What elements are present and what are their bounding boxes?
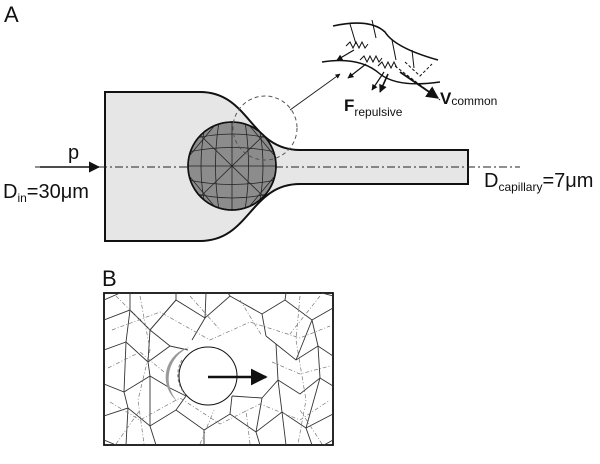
voronoi-mesh <box>104 293 333 445</box>
spring-inset <box>321 19 441 101</box>
d-in-label: Din=30μm <box>3 181 89 205</box>
repulsive-force-label: Frepulsive <box>344 96 403 119</box>
pressure-label: p <box>68 142 79 164</box>
zoom-pointer <box>289 73 341 111</box>
common-velocity-label: Vcommon <box>440 89 497 108</box>
common-velocity-arrow <box>399 71 440 99</box>
cell-mesh <box>187 121 277 211</box>
panel-a-label: A <box>4 2 19 27</box>
repulsive-force-arrow <box>379 73 389 93</box>
panel-b-label: B <box>102 266 117 291</box>
cell-crescent <box>165 347 190 402</box>
zoom-circle <box>232 95 298 161</box>
spring-icon <box>345 40 369 50</box>
d-capillary-label: Dcapillary=7μm <box>484 170 593 194</box>
